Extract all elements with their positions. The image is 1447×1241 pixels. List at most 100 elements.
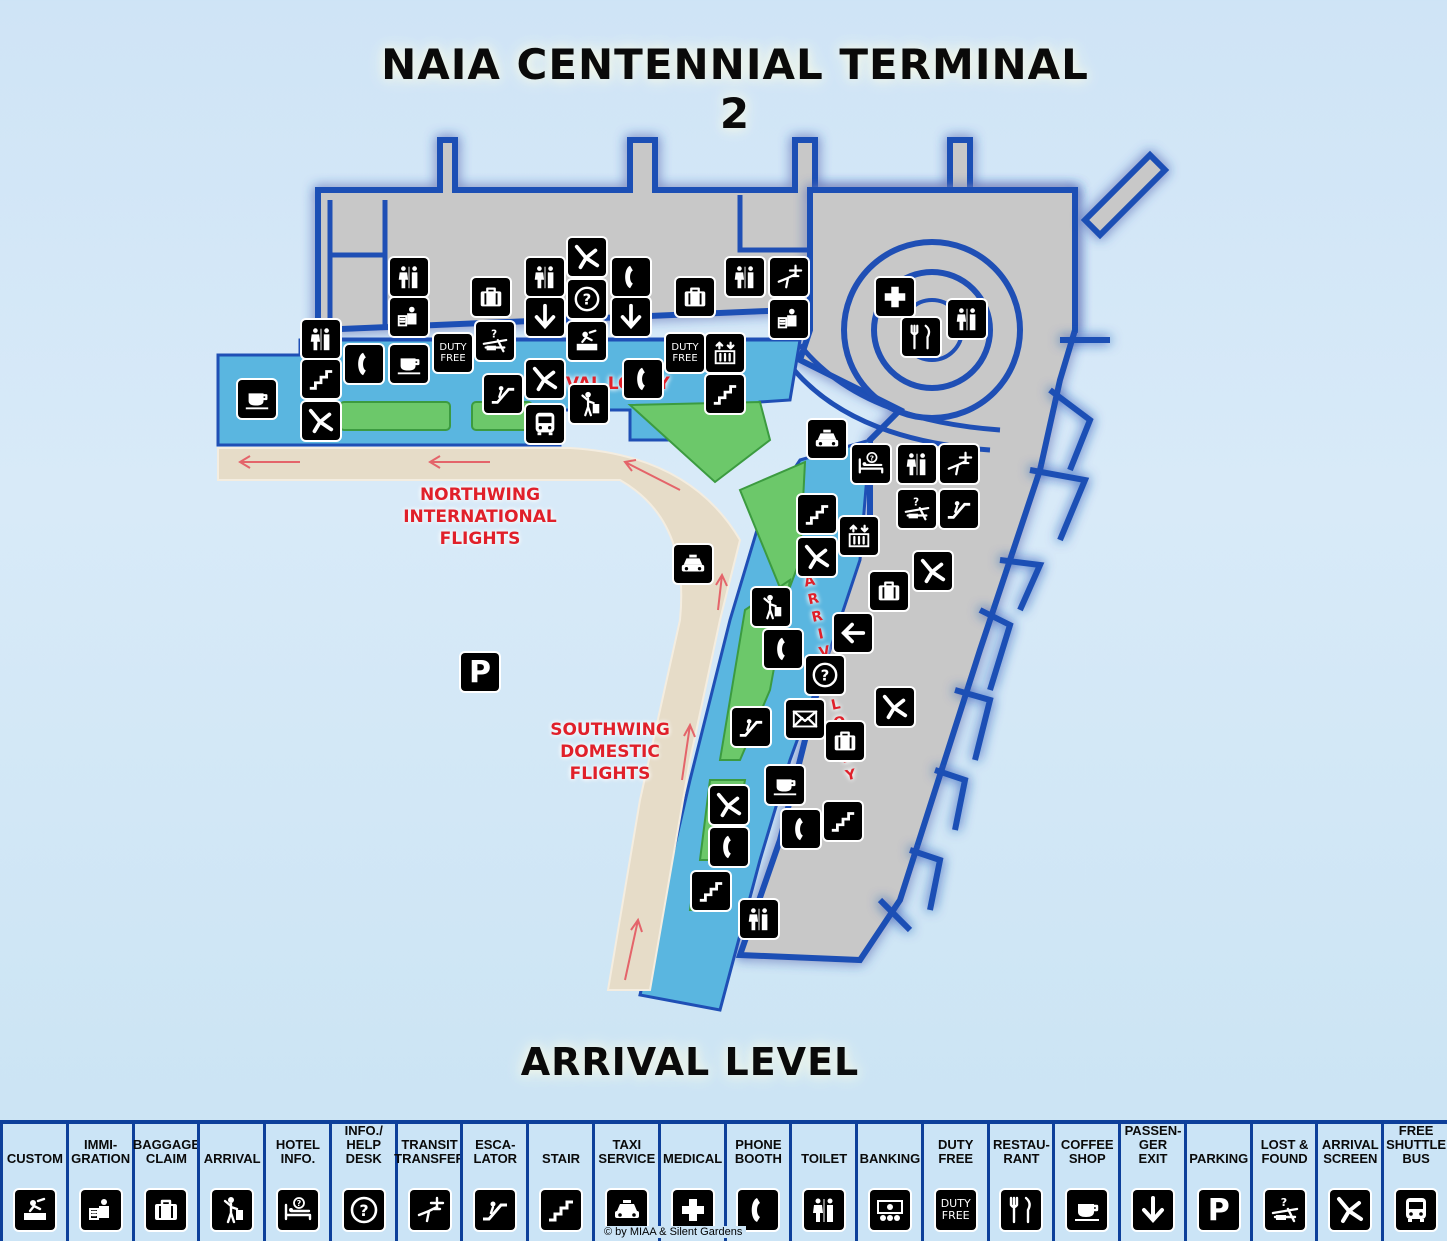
lost-found-icon[interactable]: ?: [898, 490, 936, 528]
duty-free-text: DUTY FREE: [439, 342, 467, 364]
legend-item-banking: BANKING: [855, 1124, 922, 1241]
southwing-label: SOUTHWING DOMESTIC FLIGHTS: [550, 720, 670, 784]
northwing-label: NORTHWING INTERNATIONAL FLIGHTS: [403, 485, 557, 549]
arrival-icon[interactable]: [752, 588, 790, 626]
phone-icon[interactable]: [782, 810, 820, 848]
legend-label: LOST & FOUND: [1260, 1137, 1309, 1166]
immigration-icon: [80, 1190, 121, 1230]
toilet-icon[interactable]: [302, 320, 340, 358]
exit-arrow-icon[interactable]: [526, 298, 564, 336]
stair-icon[interactable]: [302, 360, 340, 398]
duty-free-icon[interactable]: DUTY FREE: [434, 334, 472, 372]
legend-item-restaurant: RESTAU- RANT: [986, 1124, 1054, 1241]
immigration-icon[interactable]: [390, 298, 428, 336]
medical-icon[interactable]: [876, 278, 914, 316]
legend-item-exit-arrow: PASSEN- GER EXIT: [1118, 1124, 1185, 1241]
toilet-icon: [804, 1190, 845, 1230]
toilet-icon[interactable]: [726, 258, 764, 296]
escalator-icon[interactable]: [484, 375, 522, 413]
legend-item-lost-found: LOST & FOUND?: [1249, 1124, 1317, 1241]
bus-icon[interactable]: [526, 405, 564, 443]
duty-free-icon[interactable]: DUTY FREE: [666, 334, 704, 372]
transit-icon[interactable]: [940, 445, 978, 483]
stair-icon[interactable]: [692, 872, 730, 910]
legend-item-arrival: ARRIVAL: [197, 1124, 265, 1241]
baggage-icon[interactable]: [826, 722, 864, 760]
toilet-icon[interactable]: [390, 258, 428, 296]
hotel-icon: ?: [277, 1190, 318, 1230]
coffee-icon[interactable]: [238, 380, 276, 418]
legend-label: PARKING: [1189, 1151, 1249, 1166]
duty-free-icon: DUTY FREE: [935, 1190, 976, 1230]
baggage-icon[interactable]: [472, 278, 510, 316]
custom-icon: [14, 1190, 55, 1230]
legend-item-escalator: ESCA- LATOR: [460, 1124, 528, 1241]
legend-item-custom: CUSTOM: [0, 1124, 67, 1241]
info-icon[interactable]: ?: [806, 656, 844, 694]
transit-icon[interactable]: [770, 258, 808, 296]
left-arrow-icon[interactable]: [834, 614, 872, 652]
legend-label: MEDICAL: [662, 1151, 723, 1166]
baggage-icon: [146, 1190, 187, 1230]
arrival-screen-icon[interactable]: [710, 786, 748, 824]
toilet-icon[interactable]: [948, 300, 986, 338]
lost-found-icon[interactable]: ?: [476, 322, 514, 360]
taxi-icon[interactable]: [674, 545, 712, 583]
restaurant-icon: [1001, 1190, 1042, 1230]
arrival-screen-icon[interactable]: [568, 238, 606, 276]
toilet-icon[interactable]: [740, 900, 778, 938]
traffic-arrows: [238, 455, 728, 981]
svg-text:?: ?: [359, 1201, 368, 1220]
legend-label: DUTY FREE: [938, 1137, 974, 1166]
phone-icon[interactable]: [710, 828, 748, 866]
phone-icon[interactable]: [624, 360, 662, 398]
toilet-icon[interactable]: [526, 258, 564, 296]
arrival-screen-icon[interactable]: [798, 538, 836, 576]
mail-icon[interactable]: [786, 700, 824, 738]
arrival-screen-icon[interactable]: [526, 360, 564, 398]
escalator-icon[interactable]: [940, 490, 978, 528]
banking-icon: [869, 1190, 910, 1230]
custom-icon[interactable]: [568, 322, 606, 360]
arrival-icon[interactable]: [570, 385, 608, 423]
svg-text:?: ?: [913, 496, 919, 508]
legend-label: TRANSIT TRANSFER: [394, 1137, 465, 1166]
immigration-icon[interactable]: [770, 300, 808, 338]
legend-label: STAIR: [542, 1151, 581, 1166]
arrival-icon: [212, 1190, 253, 1230]
escalator-icon[interactable]: [732, 708, 770, 746]
taxi-icon[interactable]: [808, 420, 846, 458]
hotel-icon[interactable]: ?: [852, 445, 890, 483]
arrival-screen-icon[interactable]: [302, 402, 340, 440]
legend-item-hotel: HOTEL INFO.?: [263, 1124, 330, 1241]
exit-arrow-icon[interactable]: [612, 298, 650, 336]
phone-icon[interactable]: [612, 258, 650, 296]
info-icon[interactable]: ?: [568, 280, 606, 318]
baggage-icon[interactable]: [870, 572, 908, 610]
arrival-screen-icon[interactable]: [914, 552, 952, 590]
arrival-screen-icon[interactable]: [876, 688, 914, 726]
phone-icon[interactable]: [345, 345, 383, 383]
legend-label: PASSEN- GER EXIT: [1124, 1123, 1182, 1166]
elevator-icon[interactable]: [840, 517, 878, 555]
gate-fingers: [877, 337, 1110, 933]
coffee-icon[interactable]: [766, 766, 804, 804]
lost-found-icon: ?: [1264, 1190, 1305, 1230]
legend-label: FREE SHUTTLE BUS: [1386, 1123, 1447, 1166]
legend-item-taxi: TAXI SERVICE: [591, 1124, 659, 1241]
stair-icon[interactable]: [706, 375, 744, 413]
svg-text:?: ?: [1280, 1196, 1286, 1209]
parking-icon[interactable]: P: [461, 653, 499, 691]
circular-atrium: [788, 239, 1023, 453]
stair-icon[interactable]: [824, 802, 862, 840]
elevator-icon[interactable]: [706, 334, 744, 372]
phone-icon[interactable]: [764, 630, 802, 668]
coffee-icon[interactable]: [390, 345, 428, 383]
baggage-icon[interactable]: [676, 278, 714, 316]
info-icon: ?: [343, 1190, 384, 1230]
toilet-icon[interactable]: [898, 445, 936, 483]
restaurant-icon[interactable]: [902, 318, 940, 356]
legend-item-stair: STAIR: [526, 1124, 593, 1241]
legend-label: ESCA- LATOR: [473, 1137, 518, 1166]
stair-icon[interactable]: [798, 495, 836, 533]
